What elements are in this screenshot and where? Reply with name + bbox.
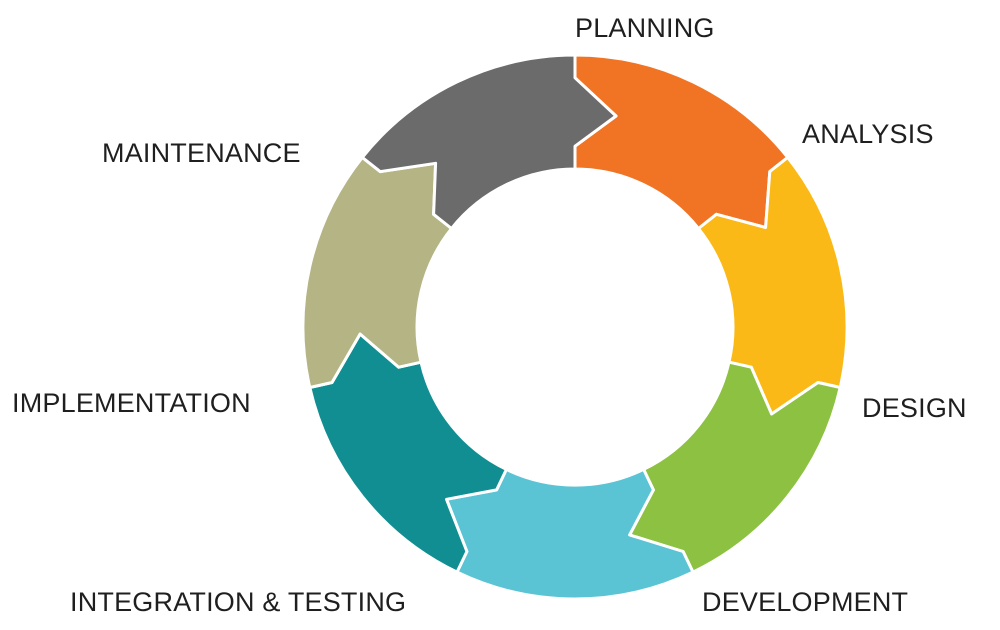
cycle-ring [301,53,849,601]
label-design: DESIGN [862,393,967,423]
label-development: DEVELOPMENT [702,587,908,617]
segment-maintenance [360,53,618,230]
label-implementation: IMPLEMENTATION [12,388,251,418]
segment-planning [573,53,790,230]
label-analysis: ANALYSIS [802,119,934,149]
label-integration-testing: INTEGRATION & TESTING [70,587,406,617]
label-planning: PLANNING [575,13,715,43]
label-maintenance: MAINTENANCE [102,138,301,168]
segment-design [628,360,842,574]
